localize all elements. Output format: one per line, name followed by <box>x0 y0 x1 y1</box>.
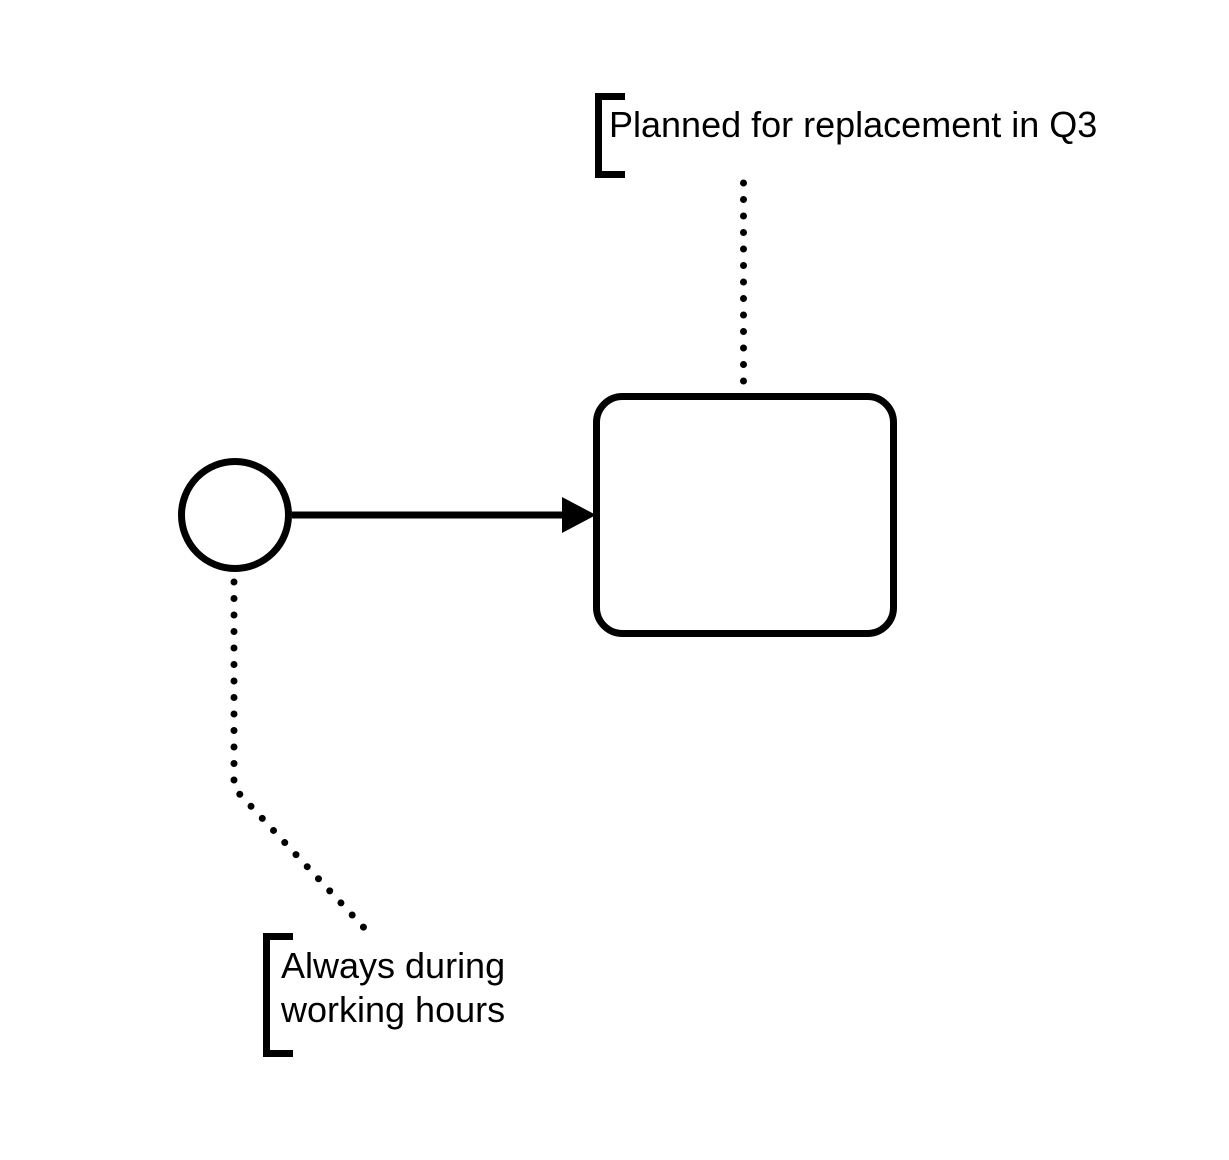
annotation-bracket-top <box>595 93 625 178</box>
task-box[interactable] <box>593 393 897 637</box>
annotation-bracket-bottom <box>263 933 293 1057</box>
start-event-circle[interactable] <box>178 458 292 572</box>
sequence-flow-arrow[interactable] <box>292 497 596 533</box>
annotation-task-note[interactable]: Planned for replacement in Q3 <box>609 104 1098 145</box>
arrowhead-icon <box>562 497 596 533</box>
annotation-start-note[interactable]: Always during working hours <box>281 945 506 1030</box>
association-line-start-annotation[interactable] <box>230 578 372 936</box>
